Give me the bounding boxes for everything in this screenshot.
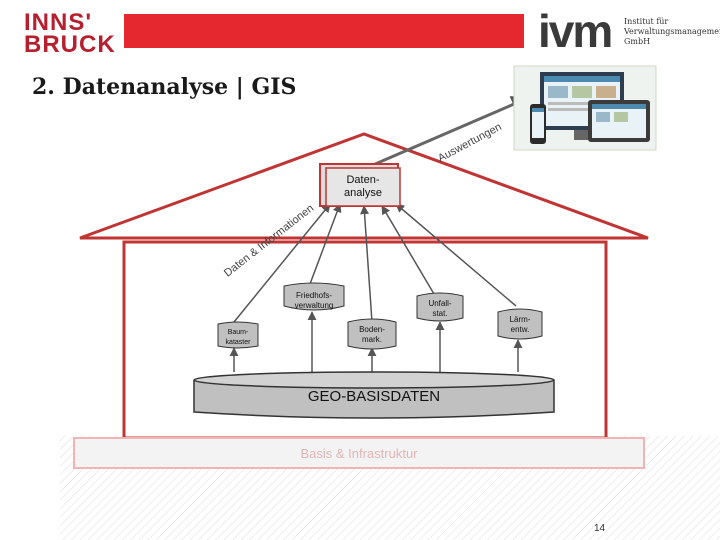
ivm-subtitle-line3: GmbH <box>624 37 651 46</box>
accident-label-line1: Unfall- <box>428 299 452 308</box>
analysis-box <box>325 167 401 207</box>
ivm-subtitle-line1: Institut für <box>624 17 669 26</box>
tree-box <box>217 321 259 349</box>
analysis-box-line2: analyse <box>344 187 382 199</box>
cemetery-box <box>283 282 345 311</box>
database-label: GEO-BASISDATEN <box>307 388 441 405</box>
header-accent-bar <box>124 14 524 48</box>
soil-box <box>347 318 397 350</box>
analysis-box-line1: Daten- <box>346 174 380 186</box>
tree-label-line1: Baum- <box>227 329 249 336</box>
noise-box <box>497 308 543 340</box>
accident-label: Unfall- stat. <box>417 299 463 319</box>
university-logo-line1: INNS' <box>24 9 93 36</box>
soil-label-line2: mark. <box>362 335 382 344</box>
foundation-bar <box>73 437 645 469</box>
accident-box <box>416 292 464 322</box>
ivm-logo: ivm <box>538 5 613 57</box>
analysis-box-label: Daten- analyse <box>326 174 400 200</box>
database-cylinder <box>193 380 555 419</box>
noise-label-line2: entw. <box>510 325 530 334</box>
noise-label: Lärm- entw. <box>498 315 542 335</box>
database-top <box>193 371 555 389</box>
university-logo: INNS' BRUCK <box>24 9 116 58</box>
noise-label-line1: Lärm- <box>509 315 531 324</box>
accident-label-line2: stat. <box>432 309 448 318</box>
ivm-subtitle: Institut für Verwaltungsmanagement GmbH <box>624 17 720 47</box>
soil-label-line1: Boden- <box>359 325 385 334</box>
university-logo-line2: BRUCK <box>24 31 116 58</box>
foundation-label: Basis & Infrastruktur <box>300 446 418 461</box>
cemetery-label-line2: verwaltung <box>294 301 334 310</box>
tree-label-line2: kataster <box>225 339 251 346</box>
tree-label: Baum- kataster <box>218 328 258 348</box>
cemetery-label: Friedhofs- verwaltung <box>284 291 344 311</box>
ivm-subtitle-line2: Verwaltungsmanagement <box>624 27 720 36</box>
soil-label: Boden- mark. <box>348 325 396 345</box>
page-title: 2. Datenanalyse | GIS <box>32 74 297 100</box>
cemetery-label-line1: Friedhofs- <box>295 291 332 300</box>
page-number: 14 <box>594 523 606 534</box>
